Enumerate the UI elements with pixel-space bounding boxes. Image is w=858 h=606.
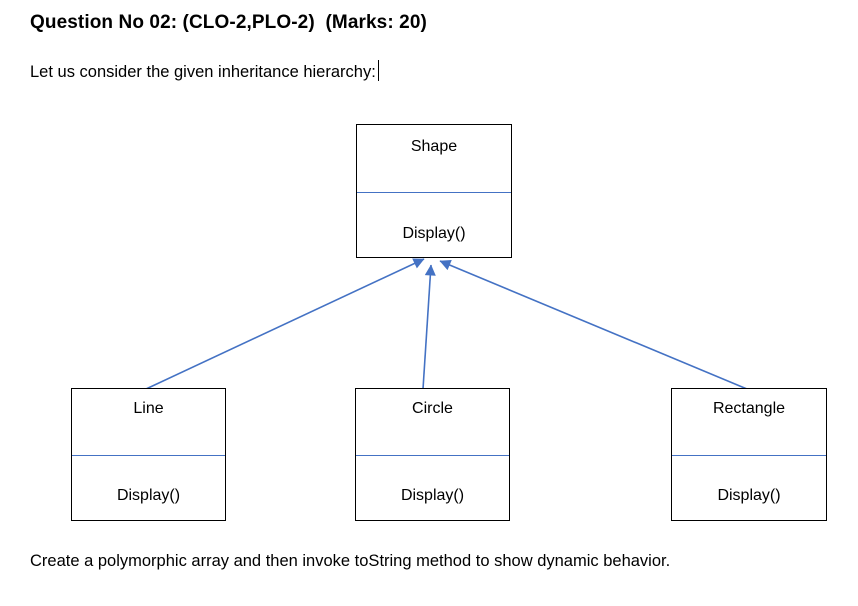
instruction-text: Create a polymorphic array and then invo… — [30, 552, 671, 570]
text-cursor — [377, 60, 380, 81]
compartment-divider — [357, 192, 511, 193]
class-box-rectangle: Rectangle Display() — [671, 388, 827, 521]
arrow-rectangle-to-shape — [439, 259, 748, 390]
class-name-label: Line — [133, 400, 164, 417]
class-method-label: Display() — [402, 225, 466, 242]
class-method-label: Display() — [717, 487, 781, 504]
class-name-label: Circle — [412, 400, 453, 417]
class-method-label: Display() — [116, 487, 181, 504]
compartment-divider — [356, 455, 509, 456]
class-box-circle: Circle Display() — [355, 388, 510, 521]
arrow-circle-to-shape — [422, 264, 436, 390]
intro-text: Let us consider the given inheritance hi… — [30, 60, 380, 82]
question-title: Question No 02: (CLO-2,PLO-2) (Marks: 20… — [30, 12, 427, 33]
class-name-label: Rectangle — [712, 400, 786, 417]
intro-text-label: Let us consider the given inheritance hi… — [30, 63, 376, 81]
class-method-label: Display() — [400, 487, 465, 504]
arrow-line-to-shape — [145, 258, 425, 390]
compartment-divider — [672, 455, 826, 456]
class-box-shape: Shape Display() — [356, 124, 512, 258]
class-box-line: Line Display() — [71, 388, 226, 521]
compartment-divider — [72, 455, 225, 456]
class-name-label: Shape — [410, 138, 458, 155]
